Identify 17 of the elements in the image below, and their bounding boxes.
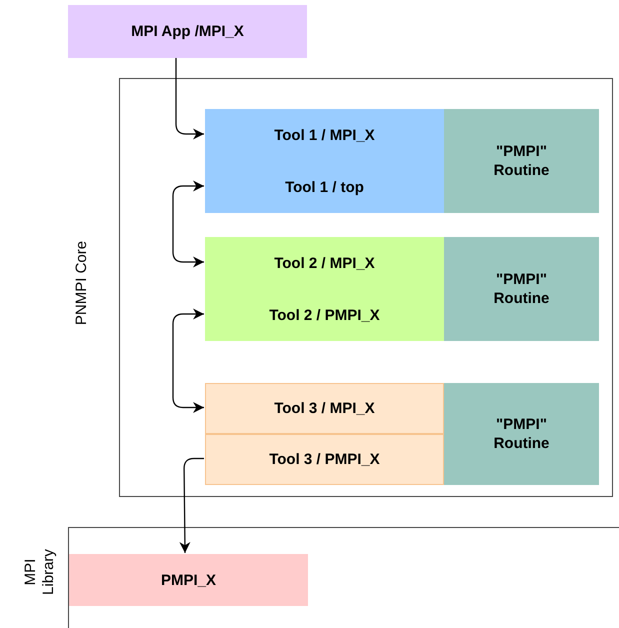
arrow xyxy=(172,180,204,268)
routine-box: "PMPI" Routine xyxy=(444,109,599,213)
tool-function-box: Tool 3 / PMPI_X xyxy=(205,434,444,485)
routine-box: "PMPI" Routine xyxy=(444,237,599,341)
arrow xyxy=(172,308,204,413)
library-function-box: PMPI_X xyxy=(69,554,308,606)
container-label: MPI Library xyxy=(22,548,58,597)
tool-function-box: Tool 1 / MPI_X xyxy=(205,109,444,161)
tool-function-box: Tool 1 / top xyxy=(205,161,444,213)
arrow xyxy=(175,58,204,140)
routine-box: "PMPI" Routine xyxy=(444,383,599,485)
tool-function-box: Tool 2 / MPI_X xyxy=(205,237,444,289)
app-box: MPI App /MPI_X xyxy=(68,5,307,58)
arrow xyxy=(179,458,204,553)
container-label: PNMPI Core xyxy=(73,240,91,325)
tool-function-box: Tool 3 / MPI_X xyxy=(205,383,444,434)
tool-function-box: Tool 2 / PMPI_X xyxy=(205,289,444,341)
